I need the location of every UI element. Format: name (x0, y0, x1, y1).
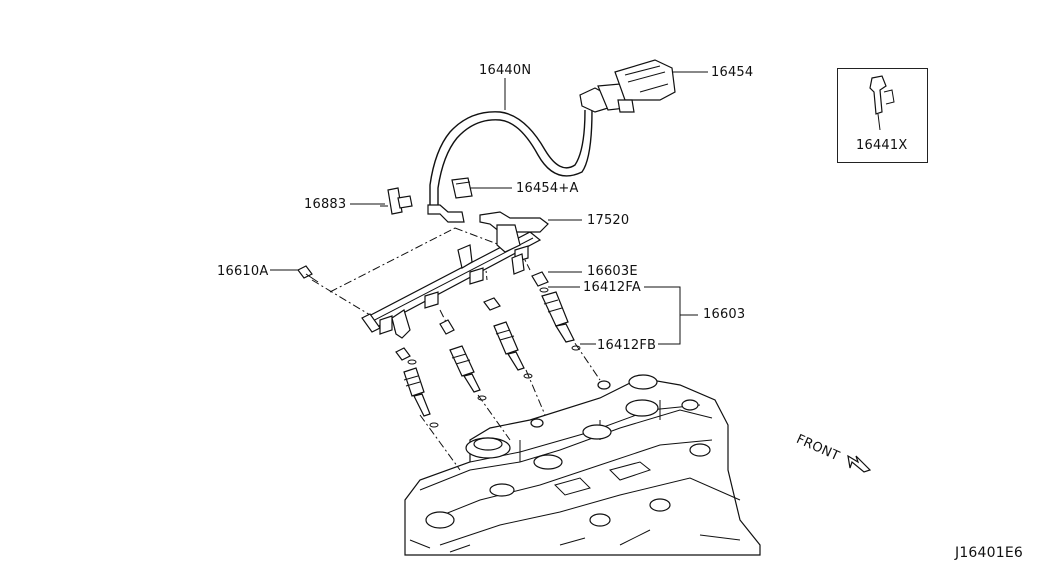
assembly-center-lines (311, 227, 601, 471)
injector-4 (531, 271, 575, 343)
injector-3 (483, 297, 525, 371)
clip-16454A (451, 177, 473, 199)
bolt-16610A (297, 265, 319, 283)
fuel-hose-16440N (427, 83, 629, 223)
label-16454A: 16454+A (516, 181, 579, 196)
label-16440N: 16440N (479, 63, 532, 78)
seal-16441X-illustration (869, 75, 895, 131)
damper-16454 (614, 59, 676, 113)
cylinder-head-illustration (404, 374, 761, 556)
injector-1 (395, 347, 431, 417)
clip-16883 (380, 187, 413, 215)
label-16603E: 16603E (587, 264, 638, 279)
label-17520: 17520 (587, 213, 630, 228)
drawing-id: J16401E6 (955, 545, 1024, 561)
label-16883: 16883 (304, 197, 347, 212)
leader-lines (270, 71, 708, 345)
label-16610A: 16610A (217, 264, 269, 279)
label-16441X: 16441X (856, 138, 908, 153)
injector-2 (439, 319, 481, 393)
label-16412FB: 16412FB (597, 338, 657, 353)
fuel-rail-17520 (361, 211, 549, 339)
label-16603: 16603 (703, 307, 746, 322)
fuel-injectors-16603 (395, 271, 581, 428)
inset-box-16441X (837, 68, 928, 163)
label-16454: 16454 (711, 65, 754, 80)
label-16412FA: 16412FA (583, 280, 641, 295)
front-direction-arrow (847, 454, 872, 473)
